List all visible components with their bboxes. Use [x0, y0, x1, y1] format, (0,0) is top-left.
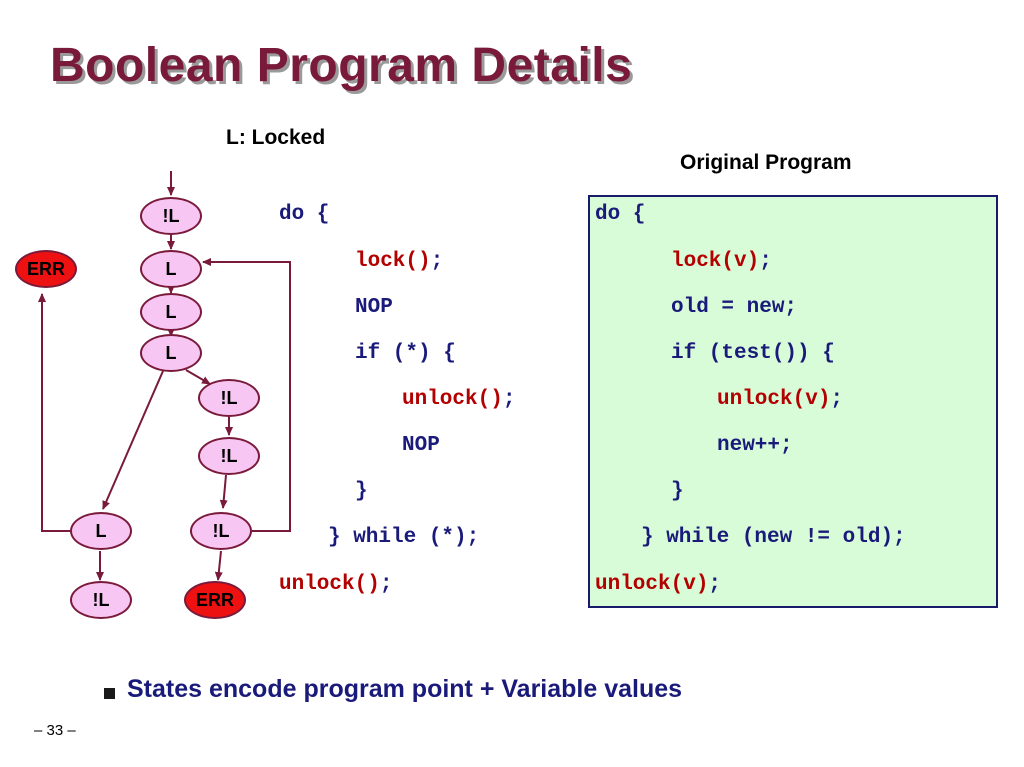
state-node: L [140, 250, 202, 288]
lock-call: lock() [355, 250, 431, 273]
unlock-call: unlock() [402, 388, 503, 411]
orig-code-line-8: } while (new != old); [641, 526, 906, 549]
state-node: L [140, 334, 202, 372]
edge-n7-err [214, 550, 223, 581]
unlock-call: unlock(v) [717, 388, 831, 411]
state-node: !L [70, 581, 132, 619]
bool-code-line-4: if (*) { [355, 342, 456, 365]
unlock-call: unlock() [279, 573, 380, 596]
original-program-caption: Original Program [680, 151, 852, 174]
orig-code-line-5: unlock(v); [717, 388, 844, 411]
legend-label: L: Locked [226, 126, 326, 149]
slide-title: Boolean Program Details [50, 39, 633, 92]
orig-code-line-2: lock(v); [671, 250, 772, 273]
edge-n4-n5 [185, 369, 211, 385]
bool-code-line-3: NOP [355, 296, 393, 319]
state-node: !L [140, 197, 202, 235]
lock-call: lock(v) [671, 250, 760, 273]
bool-code-line-2: lock(); [355, 250, 444, 273]
original-program-box [588, 195, 998, 608]
bool-code-line-7: } [355, 480, 368, 503]
bool-code-line-1: do { [279, 203, 330, 226]
state-node: L [70, 512, 132, 550]
page-number: – 33 – [34, 722, 76, 739]
orig-code-line-9: unlock(v); [595, 573, 722, 596]
edge-n7-n2 [202, 258, 291, 532]
orig-code-line-1: do { [595, 203, 646, 226]
edge-n4-n8 [102, 370, 164, 510]
orig-code-line-7: } [671, 480, 684, 503]
orig-code-line-3: old = new; [671, 296, 798, 319]
bool-code-line-9: unlock(); [279, 573, 393, 596]
edge-n8-err [38, 293, 70, 532]
orig-code-line-4: if (test()) { [671, 342, 835, 365]
error-state-node: ERR [15, 250, 77, 288]
state-node: !L [190, 512, 252, 550]
state-node: !L [198, 437, 260, 475]
bool-code-line-5: unlock(); [402, 388, 516, 411]
bool-code-line-8: } while (*); [328, 526, 480, 549]
state-node: L [140, 293, 202, 331]
error-state-node: ERR [184, 581, 246, 619]
bullet-square-icon [104, 688, 115, 699]
unlock-call: unlock(v) [595, 573, 709, 596]
edge-n6-n7 [219, 474, 228, 509]
state-node: !L [198, 379, 260, 417]
bullet-text: States encode program point + Variable v… [127, 675, 683, 703]
bool-code-line-6: NOP [402, 434, 440, 457]
orig-code-line-6: new++; [717, 434, 793, 457]
